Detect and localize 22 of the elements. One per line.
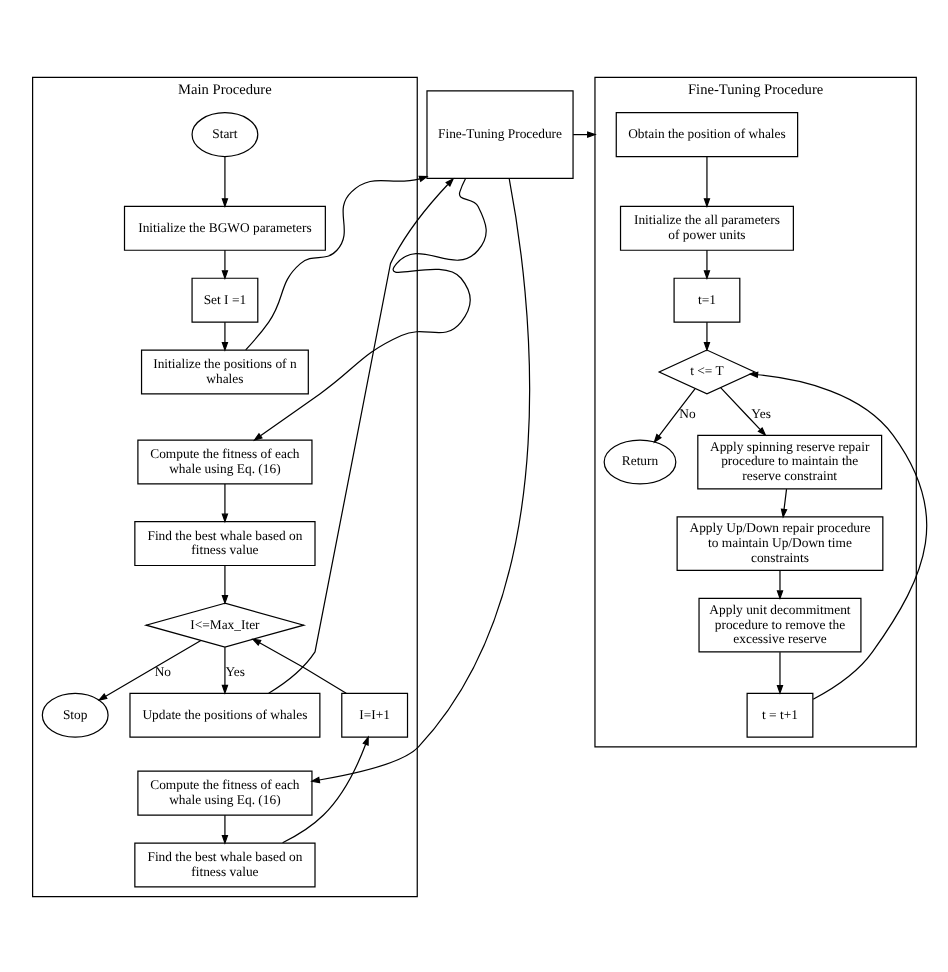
arrow: [652, 387, 695, 443]
arrow: [251, 177, 486, 441]
arrow: [220, 248, 228, 279]
arrow: [250, 637, 346, 693]
arrow: [244, 174, 428, 350]
arrow: [775, 569, 783, 600]
arrow: [96, 638, 201, 700]
arrow: [220, 320, 228, 351]
arrow: [220, 564, 228, 604]
arrow: [702, 154, 710, 207]
arrow: [220, 154, 228, 207]
arrow: [702, 248, 710, 279]
arrow: [220, 482, 228, 523]
arrow: [702, 320, 710, 351]
arrow: [747, 370, 927, 699]
arrow: [779, 487, 787, 518]
arrow: [220, 813, 228, 844]
arrow: [775, 650, 783, 694]
arrow: [267, 176, 454, 693]
arrow: [719, 386, 766, 436]
arrow: [220, 645, 228, 694]
arrow: [309, 177, 530, 783]
